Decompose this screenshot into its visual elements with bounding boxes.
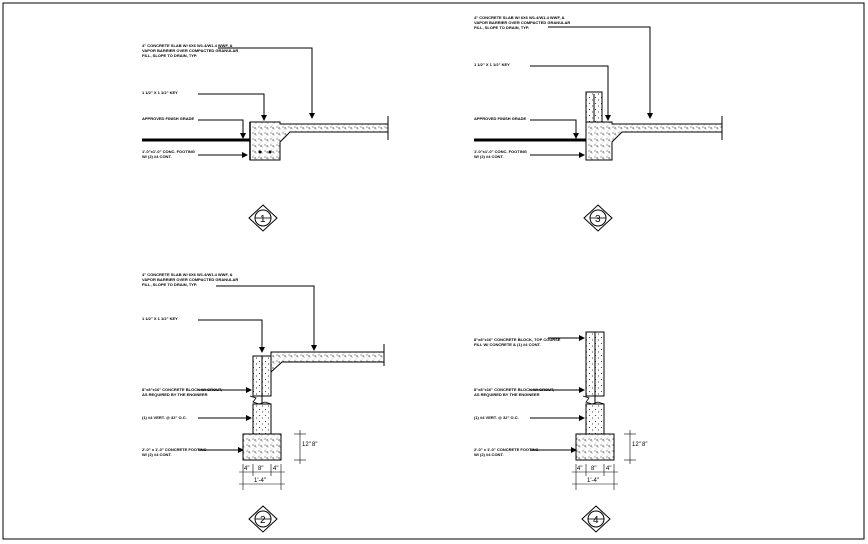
d4-note-top-2: FILL W/ CONCRETE & (1) #4 CONT.	[474, 342, 541, 347]
d2-note-vert: (1) #4 VERT. @ 32" O.C.	[142, 415, 187, 420]
d3-note-slab-2: VAPOR BARRIER OVER COMPACTED GRANULAR	[474, 20, 570, 25]
d4-note-block-1: 8"x8"x16" CONCRETE BLOCK W/ GROUT,	[474, 387, 554, 392]
d4-dim-mid: 8"	[591, 466, 596, 472]
d3-note-key: 1 1/2" X 1 1/2" KEY	[474, 62, 510, 67]
d3-callout-number: 3	[595, 214, 601, 225]
d2-dim-mid: 8"	[258, 466, 263, 472]
d2-note-footing-1: 2'-0" x 1'-0" CONCRETE FOOTING	[142, 447, 207, 452]
d2-callout: 2	[248, 505, 278, 533]
d2-note-slab-1: 4" CONCRETE SLAB W/ 6X6 W1.4/W1.4 WWF, &	[142, 272, 233, 277]
d1-note-key: 1 1/2" X 1 1/2" KEY	[142, 90, 178, 95]
d1-note-slab-1: 4" CONCRETE SLAB W/ 6X6 W1.4/W1.4 WWF, &	[142, 43, 233, 48]
d1-callout: 1	[248, 204, 278, 232]
d4-dim-depth: 12"	[632, 442, 641, 448]
d2-dim-depth: 12"	[302, 442, 311, 448]
d4-dim-right: 4"	[606, 466, 611, 472]
d4-note-top-1: 8"x8"x16" CONCRETE BLOCK, TOP COURSE	[474, 337, 561, 342]
d4-note-vert: (1) #4 VERT. @ 32" O.C.	[474, 415, 519, 420]
d4-note-footing-1: 2'-0" x 1'-0" CONCRETE FOOTING	[474, 447, 539, 452]
d4-note-block-2: AS REQUIRED BY THE ENGINEER	[474, 392, 540, 397]
d4-callout: 4	[581, 505, 611, 533]
d1-note-slab-3: FILL, SLOPE TO DRAIN, TYP.	[142, 53, 197, 58]
detail-1: 4" CONCRETE SLAB W/ 6X6 W1.4/W1.4 WWF, &…	[142, 43, 389, 232]
d2-dim-cover: 8"	[312, 442, 317, 448]
d2-note-block-2: AS REQUIRED BY THE ENGINEER	[142, 392, 208, 397]
d2-note-key: 1 1/2" X 1 1/2" KEY	[142, 316, 178, 321]
d3-note-grade: APPROVED FINISH GRADE	[474, 116, 527, 121]
d3-note-slab-3: FILL, SLOPE TO DRAIN, TYP.	[474, 25, 529, 30]
d3-note-footing-1: 1'-0"x1'-0" CONC. FOOTING	[474, 149, 527, 154]
d1-note-footing-2: W/ (2) #4 CONT.	[142, 154, 172, 159]
d4-callout-number: 4	[593, 515, 599, 526]
detail-2: 4" CONCRETE SLAB W/ 6X6 W1.4/W1.4 WWF, &…	[142, 272, 385, 533]
d3-note-slab-1: 4" CONCRETE SLAB W/ 6X6 W1.4/W1.4 WWF, &	[474, 15, 565, 20]
d3-callout: 3	[583, 204, 613, 232]
d2-dim-total: 1'-4"	[254, 478, 266, 484]
d3-note-footing-2: W/ (2) #4 CONT.	[474, 154, 504, 159]
d4-dim-left: 4"	[577, 466, 582, 472]
d4-dim-total: 1'-4"	[587, 478, 599, 484]
d2-note-slab-2: VAPOR BARRIER OVER COMPACTED GRANULAR	[142, 277, 238, 282]
d4-note-footing-2: W/ (2) #4 CONT.	[474, 452, 504, 457]
detail-4: 8"x8"x16" CONCRETE BLOCK, TOP COURSE FIL…	[474, 331, 647, 533]
d1-note-grade: APPROVED FINISH GRADE	[142, 116, 195, 121]
d1-note-footing-1: 1'-0"x1'-0" CONC. FOOTING	[142, 149, 195, 154]
d2-dim-right: 4"	[273, 466, 278, 472]
d1-callout-number: 1	[260, 214, 266, 225]
d2-dim-left: 4"	[244, 466, 249, 472]
d2-note-block-1: 8"x8"x16" CONCRETE BLOCK W/ GROUT,	[142, 387, 222, 392]
d1-note-slab-2: VAPOR BARRIER OVER COMPACTED GRANULAR	[142, 48, 238, 53]
d2-note-slab-3: FILL, SLOPE TO DRAIN, TYP.	[142, 282, 197, 287]
d2-callout-number: 2	[260, 515, 266, 526]
d4-dim-cover: 8"	[642, 442, 647, 448]
d2-note-footing-2: W/ (2) #4 CONT.	[142, 452, 172, 457]
detail-3: 4" CONCRETE SLAB W/ 6X6 W1.4/W1.4 WWF, &…	[474, 15, 723, 232]
